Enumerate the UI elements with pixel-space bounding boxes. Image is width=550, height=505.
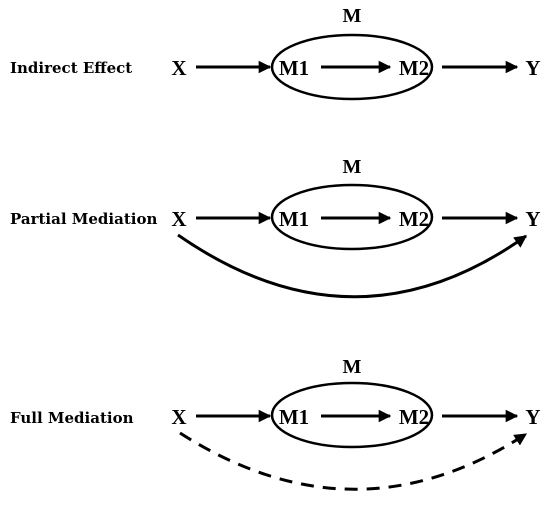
node-y: Y [525, 56, 540, 80]
node-y: Y [525, 207, 540, 231]
node-x: X [171, 405, 186, 429]
direct-path-dashed-curve [179, 431, 528, 491]
panel-indirect-effect: Indirect Effect M X M1 M2 Y [10, 5, 541, 101]
node-m2: M2 [399, 207, 429, 231]
mediator-group-label: M [343, 156, 362, 178]
node-y: Y [525, 405, 540, 429]
mediator-ellipse [270, 33, 434, 101]
panel-full-mediation: Full Mediation M X M1 M2 Y [10, 356, 541, 491]
direct-path-curve [177, 233, 528, 299]
node-m1: M1 [279, 56, 309, 80]
panel-partial-mediation: Partial Mediation M X M1 M2 Y [10, 156, 541, 299]
mediator-group-label: M [343, 356, 362, 378]
node-m1: M1 [279, 207, 309, 231]
mediator-group-label: M [343, 5, 362, 27]
node-x: X [171, 56, 186, 80]
node-m2: M2 [399, 56, 429, 80]
node-m1: M1 [279, 405, 309, 429]
node-x: X [171, 207, 186, 231]
panel-label: Full Mediation [10, 409, 134, 427]
mediator-ellipse [270, 381, 434, 449]
panel-label: Partial Mediation [10, 210, 157, 228]
node-m2: M2 [399, 405, 429, 429]
mediator-ellipse [270, 183, 434, 251]
panel-label: Indirect Effect [10, 59, 132, 77]
